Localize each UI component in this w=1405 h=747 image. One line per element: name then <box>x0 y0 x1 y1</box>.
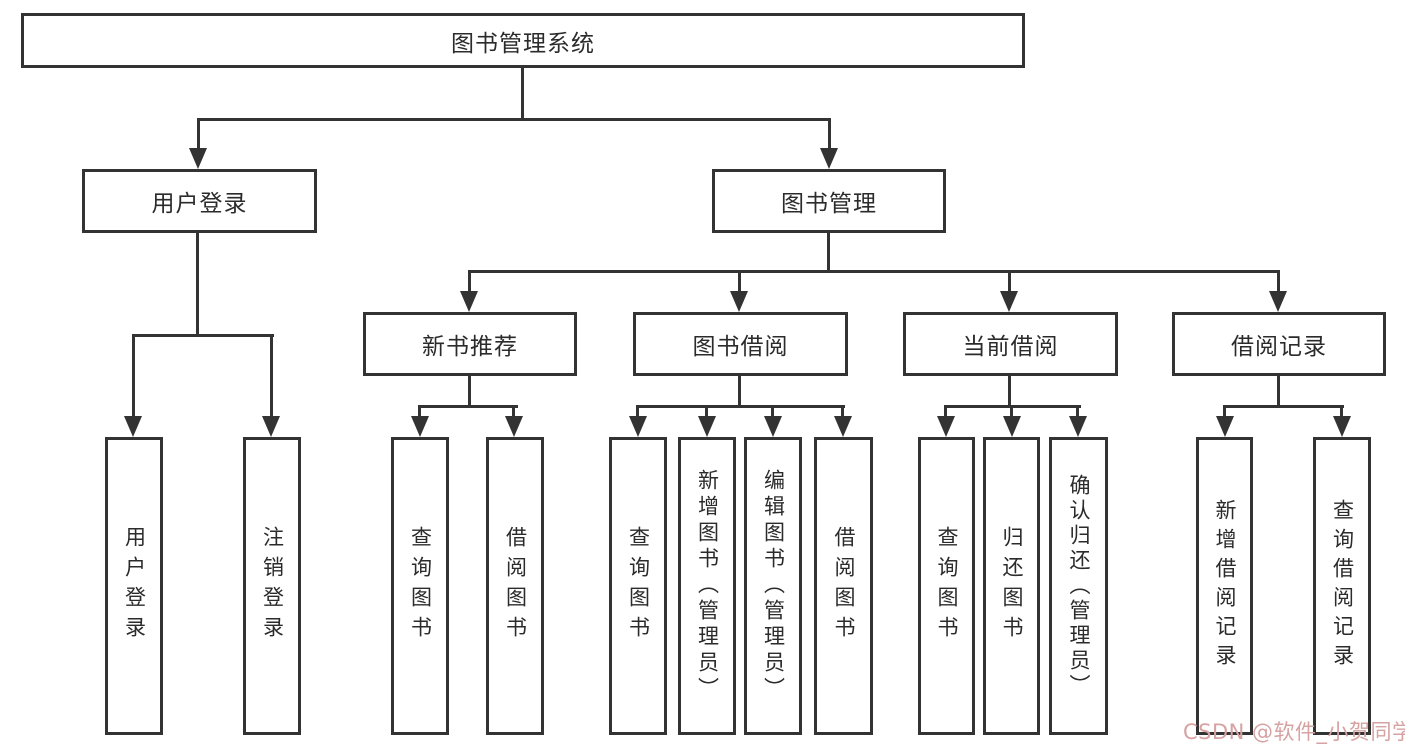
leaf-logout: 注销登录 <box>243 437 301 735</box>
connector-line <box>1008 270 1011 293</box>
leaf-add-book-admin: 新增图书（管理员） <box>678 437 736 735</box>
leaf-borrow-books-recommend: 借阅图书 <box>486 437 544 735</box>
arrow-down-icon <box>505 416 523 437</box>
arrow-down-icon <box>262 416 280 437</box>
connector-line <box>1008 376 1011 407</box>
connector-line <box>1277 376 1280 407</box>
arrow-down-icon <box>1000 291 1018 312</box>
connector-line <box>418 405 421 418</box>
arrow-down-icon <box>698 416 716 437</box>
csdn-watermark: CSDN @软件_小贺同学 <box>1183 720 1405 744</box>
arrow-down-icon <box>730 291 748 312</box>
leaf-query-books-current: 查询图书 <box>918 437 975 735</box>
connector-line <box>705 405 708 418</box>
connector-line <box>132 334 274 337</box>
connector-line <box>841 405 844 418</box>
leaf-query-books-borrowing: 查询图书 <box>609 437 667 735</box>
leaf-query-borrow-record: 查询借阅记录 <box>1313 437 1371 735</box>
connector-line <box>521 68 524 120</box>
connector-line <box>827 233 830 273</box>
leaf-borrow-books: 借阅图书 <box>814 437 873 735</box>
connector-line <box>197 118 200 150</box>
connector-line <box>1223 405 1226 418</box>
node-new-book-recommendation: 新书推荐 <box>363 312 577 376</box>
connector-line <box>197 118 831 121</box>
leaf-confirm-return-admin: 确认归还（管理员） <box>1049 437 1108 735</box>
connector-line <box>1010 405 1013 418</box>
connector-line <box>1340 405 1343 418</box>
connector-line <box>828 118 831 150</box>
node-library-management-system: 图书管理系统 <box>21 13 1025 68</box>
connector-line <box>944 405 947 418</box>
arrow-down-icon <box>1216 416 1234 437</box>
node-user-login-branch: 用户登录 <box>82 169 317 233</box>
connector-line <box>1076 405 1079 418</box>
leaf-query-books-recommend: 查询图书 <box>391 437 449 735</box>
arrow-down-icon <box>189 148 207 169</box>
connector-line <box>468 376 471 407</box>
connector-line <box>636 405 845 408</box>
connector-line <box>468 270 1280 273</box>
leaf-user-login: 用户登录 <box>105 437 163 735</box>
connector-line <box>270 334 273 418</box>
arrow-down-icon <box>460 291 478 312</box>
arrow-down-icon <box>937 416 955 437</box>
connector-line <box>196 233 199 336</box>
arrow-down-icon <box>411 416 429 437</box>
node-book-borrowing: 图书借阅 <box>633 312 848 376</box>
arrow-down-icon <box>1333 416 1351 437</box>
node-book-management-branch: 图书管理 <box>712 169 946 233</box>
arrow-down-icon <box>1269 291 1287 312</box>
connector-line <box>512 405 515 418</box>
connector-line <box>771 405 774 418</box>
arrow-down-icon <box>820 148 838 169</box>
arrow-down-icon <box>1069 416 1087 437</box>
connector-line <box>468 270 471 293</box>
node-borrowing-records: 借阅记录 <box>1172 312 1386 376</box>
leaf-edit-book-admin: 编辑图书（管理员） <box>744 437 802 735</box>
connector-line <box>636 405 639 418</box>
node-current-borrowing: 当前借阅 <box>903 312 1118 376</box>
arrow-down-icon <box>1003 416 1021 437</box>
leaf-add-borrow-record: 新增借阅记录 <box>1196 437 1253 735</box>
arrow-down-icon <box>124 416 142 437</box>
connector-line <box>1223 405 1344 408</box>
arrow-down-icon <box>629 416 647 437</box>
connector-line <box>738 270 741 293</box>
arrow-down-icon <box>834 416 852 437</box>
connector-line <box>738 376 741 407</box>
connector-line <box>418 405 518 408</box>
arrow-down-icon <box>764 416 782 437</box>
connector-line <box>132 334 135 418</box>
leaf-return-books: 归还图书 <box>983 437 1040 735</box>
connector-line <box>1277 270 1280 293</box>
